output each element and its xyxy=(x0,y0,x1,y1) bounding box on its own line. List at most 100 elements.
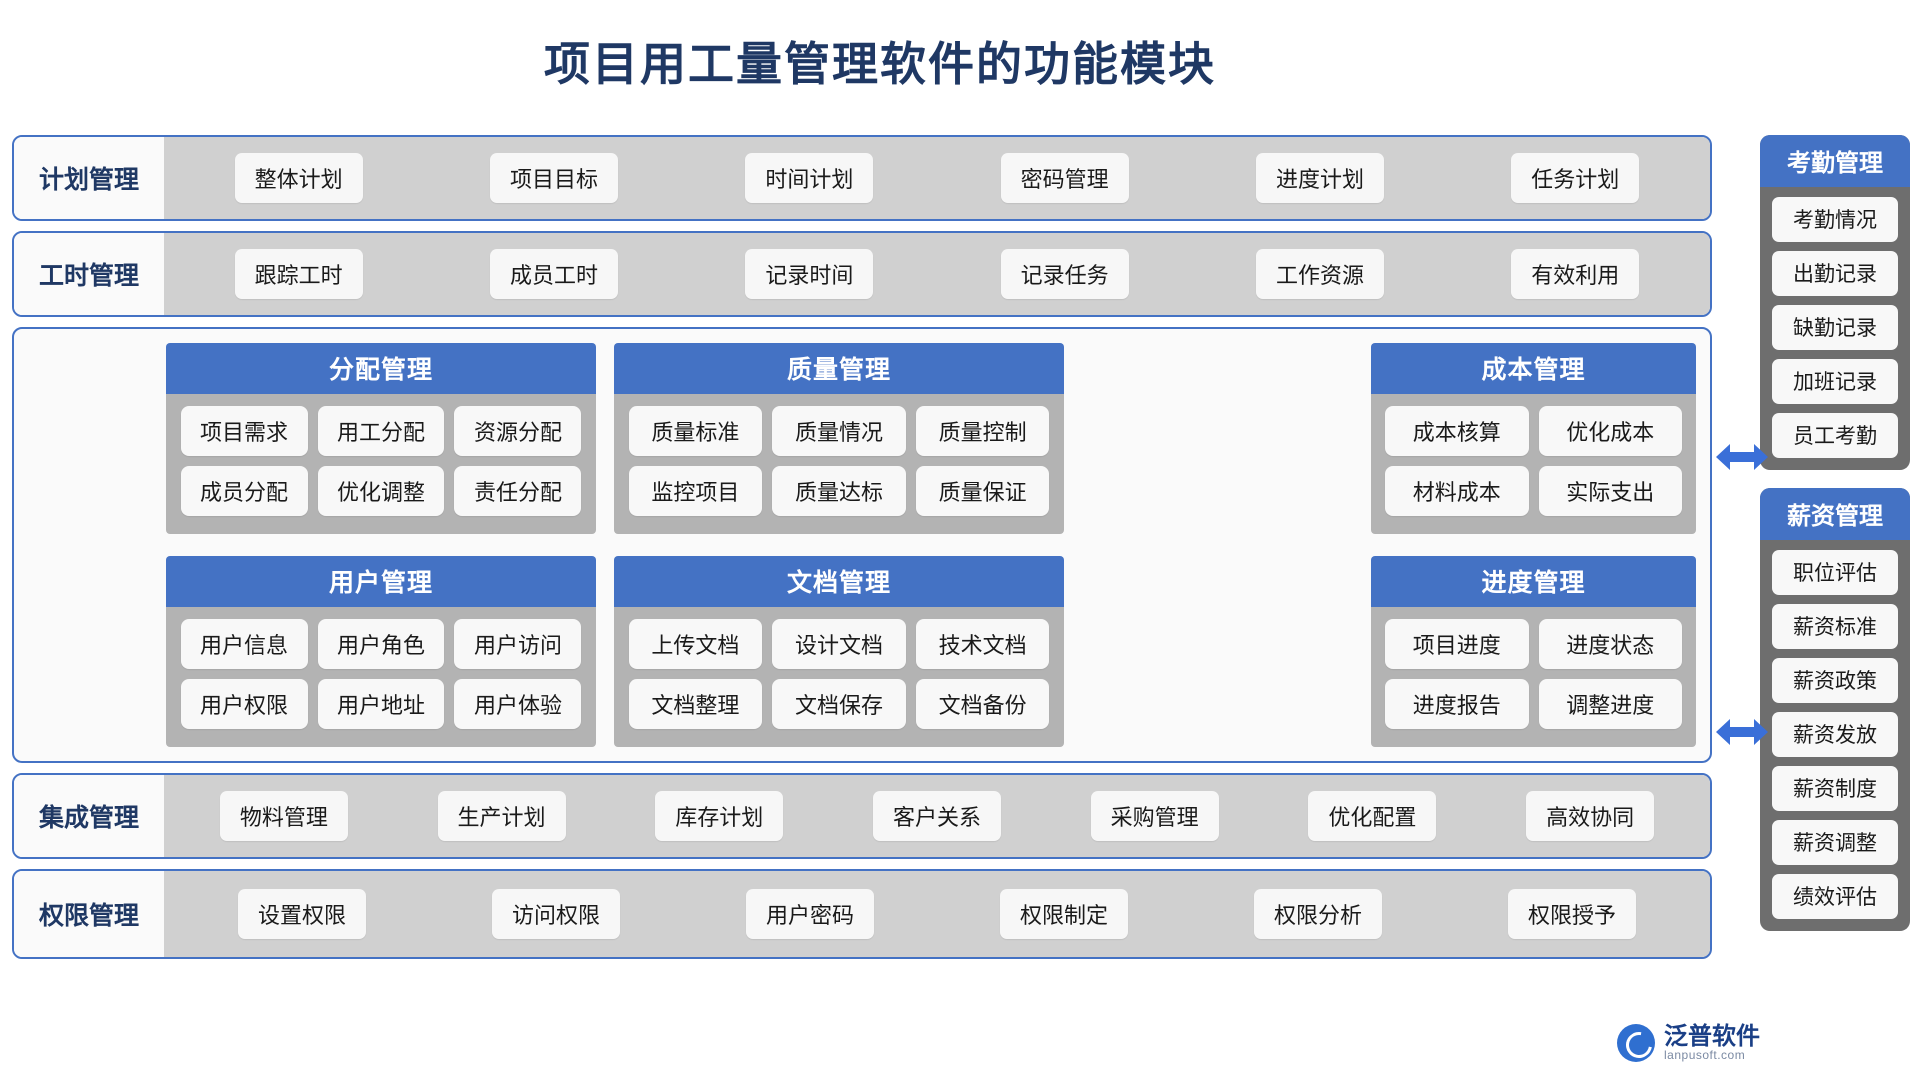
card-schedule-management: 进度管理 项目进度 进度状态 进度报告 调整进度 xyxy=(1371,556,1696,747)
chip-doc-4[interactable]: 文档保存 xyxy=(772,679,906,729)
chip-user-4[interactable]: 用户地址 xyxy=(317,679,445,729)
chip-alloc-4[interactable]: 优化调整 xyxy=(317,466,445,516)
chip-doc-3[interactable]: 文档整理 xyxy=(628,679,763,729)
chip-quality-1[interactable]: 质量情况 xyxy=(772,406,906,456)
logo-text-block: 泛普软件 lanpusoft.com xyxy=(1664,1024,1760,1062)
chip-worktime-1[interactable]: 成员工时 xyxy=(489,249,618,299)
chip-plan-0[interactable]: 整体计划 xyxy=(234,153,363,203)
chip-plan-5[interactable]: 任务计划 xyxy=(1511,153,1640,203)
chip-alloc-1[interactable]: 用工分配 xyxy=(317,406,445,456)
chip-worktime-3[interactable]: 记录任务 xyxy=(1000,249,1129,299)
chip-integration-5[interactable]: 优化配置 xyxy=(1308,791,1437,841)
card-items-document: 上传文档 设计文档 技术文档 文档整理 文档保存 文档备份 xyxy=(614,607,1064,747)
band-items-integration: 物料管理 生产计划 库存计划 客户关系 采购管理 优化配置 高效协同 xyxy=(164,775,1710,857)
card-items-quality: 质量标准 质量情况 质量控制 监控项目 质量达标 质量保证 xyxy=(614,394,1064,534)
sidebar-title-salary: 薪资管理 xyxy=(1760,488,1910,540)
band-items-plan: 整体计划 项目目标 时间计划 密码管理 进度计划 任务计划 xyxy=(164,137,1710,219)
sidebar-items-attendance: 考勤情况 出勤记录 缺勤记录 加班记录 员工考勤 xyxy=(1760,187,1910,458)
chip-cost-3[interactable]: 实际支出 xyxy=(1538,466,1682,516)
card-cost-management: 成本管理 成本核算 优化成本 材料成本 实际支出 xyxy=(1371,343,1696,534)
sidebar-item-salary-4[interactable]: 薪资制度 xyxy=(1772,766,1898,811)
chip-user-3[interactable]: 用户权限 xyxy=(180,679,308,729)
chip-permission-1[interactable]: 访问权限 xyxy=(491,889,620,939)
sidebar-item-salary-5[interactable]: 薪资调整 xyxy=(1772,820,1898,865)
sidebar-item-attendance-4[interactable]: 员工考勤 xyxy=(1772,413,1898,458)
chip-quality-0[interactable]: 质量标准 xyxy=(628,406,763,456)
band-permission-management: 权限管理 设置权限 访问权限 用户密码 权限制定 权限分析 权限授予 xyxy=(12,869,1712,959)
chip-doc-5[interactable]: 文档备份 xyxy=(915,679,1050,729)
chip-integration-2[interactable]: 库存计划 xyxy=(655,791,784,841)
sidebar-item-salary-1[interactable]: 薪资标准 xyxy=(1772,604,1898,649)
chip-plan-1[interactable]: 项目目标 xyxy=(489,153,618,203)
logo-subtitle: lanpusoft.com xyxy=(1664,1048,1746,1063)
brand-logo: 泛普软件 lanpusoft.com xyxy=(1617,1024,1760,1062)
chip-doc-0[interactable]: 上传文档 xyxy=(628,619,763,669)
chip-worktime-4[interactable]: 工作资源 xyxy=(1255,249,1384,299)
sidebar-item-salary-6[interactable]: 绩效评估 xyxy=(1772,874,1898,919)
chip-permission-4[interactable]: 权限分析 xyxy=(1253,889,1382,939)
chip-sched-2[interactable]: 进度报告 xyxy=(1385,679,1529,729)
chip-user-2[interactable]: 用户访问 xyxy=(454,619,582,669)
chip-quality-3[interactable]: 监控项目 xyxy=(628,466,763,516)
chip-plan-4[interactable]: 进度计划 xyxy=(1255,153,1384,203)
chip-user-5[interactable]: 用户体验 xyxy=(454,679,582,729)
chip-quality-2[interactable]: 质量控制 xyxy=(915,406,1050,456)
chip-integration-0[interactable]: 物料管理 xyxy=(219,791,348,841)
card-title-cost: 成本管理 xyxy=(1371,343,1696,394)
chip-integration-4[interactable]: 采购管理 xyxy=(1090,791,1219,841)
card-items-user: 用户信息 用户角色 用户访问 用户权限 用户地址 用户体验 xyxy=(166,607,596,747)
card-title-allocation: 分配管理 xyxy=(166,343,596,394)
chip-permission-5[interactable]: 权限授予 xyxy=(1507,889,1636,939)
band-integration-management: 集成管理 物料管理 生产计划 库存计划 客户关系 采购管理 优化配置 高效协同 xyxy=(12,773,1712,859)
chip-alloc-5[interactable]: 责任分配 xyxy=(454,466,582,516)
sidebar-panel-attendance: 考勤管理 考勤情况 出勤记录 缺勤记录 加班记录 员工考勤 xyxy=(1760,135,1910,470)
chip-plan-3[interactable]: 密码管理 xyxy=(1000,153,1129,203)
chip-alloc-3[interactable]: 成员分配 xyxy=(180,466,308,516)
sidebar-item-attendance-1[interactable]: 出勤记录 xyxy=(1772,251,1898,296)
right-sidebar: 考勤管理 考勤情况 出勤记录 缺勤记录 加班记录 员工考勤 薪资管理 职位评估 … xyxy=(1760,135,1910,949)
chip-permission-2[interactable]: 用户密码 xyxy=(745,889,874,939)
logo-circle-icon xyxy=(1617,1024,1655,1062)
card-document-management: 文档管理 上传文档 设计文档 技术文档 文档整理 文档保存 文档备份 xyxy=(614,556,1064,747)
chip-permission-0[interactable]: 设置权限 xyxy=(237,889,366,939)
chip-doc-2[interactable]: 技术文档 xyxy=(915,619,1050,669)
chip-permission-3[interactable]: 权限制定 xyxy=(999,889,1128,939)
sidebar-item-salary-2[interactable]: 薪资政策 xyxy=(1772,658,1898,703)
chip-cost-0[interactable]: 成本核算 xyxy=(1385,406,1529,456)
chip-alloc-2[interactable]: 资源分配 xyxy=(454,406,582,456)
card-items-allocation: 项目需求 用工分配 资源分配 成员分配 优化调整 责任分配 xyxy=(166,394,596,534)
chip-worktime-5[interactable]: 有效利用 xyxy=(1511,249,1640,299)
card-title-user: 用户管理 xyxy=(166,556,596,607)
sidebar-item-salary-0[interactable]: 职位评估 xyxy=(1772,550,1898,595)
chip-cost-2[interactable]: 材料成本 xyxy=(1385,466,1529,516)
sidebar-item-salary-3[interactable]: 薪资发放 xyxy=(1772,712,1898,757)
sidebar-item-attendance-3[interactable]: 加班记录 xyxy=(1772,359,1898,404)
chip-quality-4[interactable]: 质量达标 xyxy=(772,466,906,516)
sidebar-title-attendance: 考勤管理 xyxy=(1760,135,1910,187)
chip-user-1[interactable]: 用户角色 xyxy=(317,619,445,669)
chip-alloc-0[interactable]: 项目需求 xyxy=(180,406,308,456)
card-quality-management: 质量管理 质量标准 质量情况 质量控制 监控项目 质量达标 质量保证 xyxy=(614,343,1064,534)
sidebar-item-attendance-0[interactable]: 考勤情况 xyxy=(1772,197,1898,242)
chip-quality-5[interactable]: 质量保证 xyxy=(915,466,1050,516)
chip-plan-2[interactable]: 时间计划 xyxy=(745,153,874,203)
chip-cost-1[interactable]: 优化成本 xyxy=(1538,406,1682,456)
chip-sched-1[interactable]: 进度状态 xyxy=(1538,619,1682,669)
chip-doc-1[interactable]: 设计文档 xyxy=(772,619,906,669)
chip-sched-0[interactable]: 项目进度 xyxy=(1385,619,1529,669)
chip-integration-6[interactable]: 高效协同 xyxy=(1526,791,1655,841)
chip-worktime-0[interactable]: 跟踪工时 xyxy=(234,249,363,299)
band-label-permission: 权限管理 xyxy=(14,871,164,957)
chip-integration-3[interactable]: 客户关系 xyxy=(872,791,1001,841)
card-row-top: 分配管理 项目需求 用工分配 资源分配 成员分配 优化调整 责任分配 质量管理 … xyxy=(28,343,1696,534)
band-plan-management: 计划管理 整体计划 项目目标 时间计划 密码管理 进度计划 任务计划 xyxy=(12,135,1712,221)
chip-user-0[interactable]: 用户信息 xyxy=(180,619,308,669)
chip-worktime-2[interactable]: 记录时间 xyxy=(745,249,874,299)
chip-integration-1[interactable]: 生产计划 xyxy=(437,791,566,841)
chip-sched-3[interactable]: 调整进度 xyxy=(1538,679,1682,729)
band-worktime-management: 工时管理 跟踪工时 成员工时 记录时间 记录任务 工作资源 有效利用 xyxy=(12,231,1712,317)
sidebar-items-salary: 职位评估 薪资标准 薪资政策 薪资发放 薪资制度 薪资调整 绩效评估 xyxy=(1760,540,1910,919)
sidebar-item-attendance-2[interactable]: 缺勤记录 xyxy=(1772,305,1898,350)
page-title: 项目用工量管理软件的功能模块 xyxy=(544,39,1216,90)
